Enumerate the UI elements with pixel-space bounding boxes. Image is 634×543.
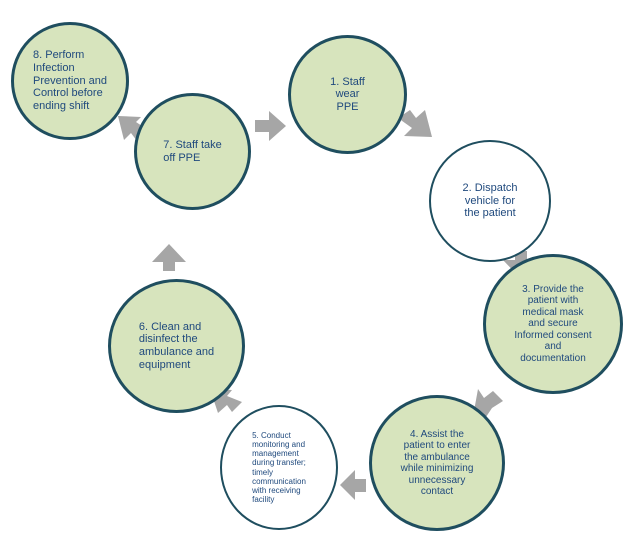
step-6-label: 6. Clean and disinfect the ambulance and…: [138, 320, 215, 371]
step-8-label: 8. Perform Infection Prevention and Cont…: [33, 49, 107, 112]
arrow-4-to-5: [340, 470, 366, 500]
step-5-label: 5. Conduct monitoring and management dur…: [252, 430, 306, 505]
step-1-label: 1. Staff wear PPE: [330, 75, 365, 113]
arrow-1-to-2: [398, 110, 432, 137]
step-1-node: 1. Staff wear PPE: [288, 35, 407, 154]
step-7-node: 7. Staff take off PPE: [134, 93, 251, 210]
step-8-node: 8. Perform Infection Prevention and Cont…: [11, 22, 129, 140]
step-6-node: 6. Clean and disinfect the ambulance and…: [108, 279, 245, 413]
step-3-node: 3. Provide the patient with medical mask…: [483, 254, 623, 394]
step-3-label: 3. Provide the patient with medical mask…: [514, 283, 592, 364]
step-5-node: 5. Conduct monitoring and management dur…: [220, 405, 338, 530]
step-4-label: 4. Assist the patient to enter the ambul…: [400, 428, 474, 498]
arrow-6-to-7: [152, 244, 186, 271]
step-2-node: 2. Dispatch vehicle for the patient: [429, 140, 551, 262]
step-7-label: 7. Staff take off PPE: [163, 138, 222, 164]
step-2-label: 2. Dispatch vehicle for the patient: [462, 182, 518, 220]
arrow-7-to-1: [255, 111, 286, 141]
arrow-3-to-4: [474, 389, 503, 417]
step-4-node: 4. Assist the patient to enter the ambul…: [369, 395, 505, 531]
